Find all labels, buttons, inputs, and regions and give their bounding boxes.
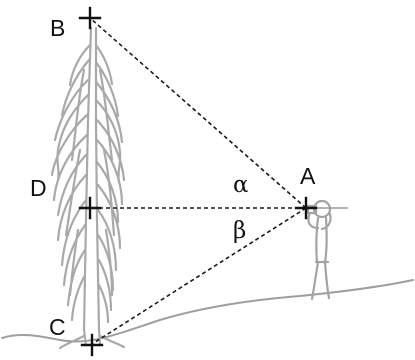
ground-line: [1, 279, 414, 343]
label-B: B: [50, 15, 65, 41]
label-D: D: [30, 175, 47, 201]
tree: [50, 26, 126, 350]
point-C-marker: [80, 333, 104, 357]
label-C: C: [49, 314, 66, 340]
line-AC: [91, 207, 307, 345]
angle-beta-label: β: [233, 218, 246, 244]
point-A-marker: [294, 196, 318, 220]
point-B-marker: [78, 6, 102, 30]
angle-alpha-label: α: [233, 172, 249, 198]
label-A: A: [300, 163, 316, 189]
point-D-marker: [78, 196, 102, 220]
observer-figure: [306, 199, 332, 301]
line-AB: [89, 17, 307, 209]
